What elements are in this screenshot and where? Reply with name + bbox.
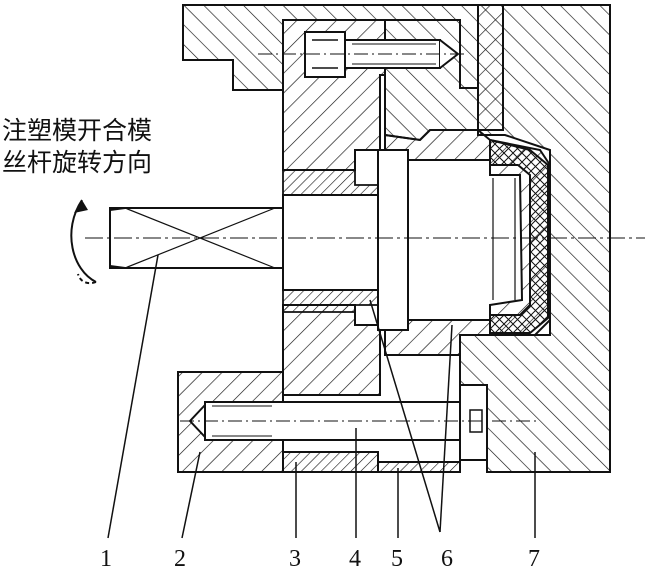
- part-label-4: 4: [349, 546, 361, 572]
- part-label-2: 2: [174, 546, 186, 572]
- part-label-1: 1: [100, 546, 112, 572]
- top-socket-screw: [258, 31, 465, 78]
- part-3-plate: [282, 451, 379, 473]
- part-4-guide-bolt: [180, 384, 540, 461]
- part-2-lower-block: [177, 371, 486, 473]
- part-1-lead-screw: [109, 194, 379, 291]
- leader-lines: [107, 254, 536, 539]
- part-label-6: 6: [441, 546, 453, 572]
- part-label-7: 7: [528, 546, 540, 572]
- part-label-5: 5: [391, 546, 403, 572]
- collar-step: [282, 169, 379, 313]
- part-labels: 1 2 3 4 5 6 7: [100, 546, 540, 572]
- rotation-arrow-icon: [70, 199, 97, 285]
- part-label-3: 3: [289, 546, 301, 572]
- caption-line-2: 丝杆旋转方向: [2, 148, 153, 177]
- threaded-hub: [377, 149, 524, 331]
- caption-line-1: 注塑模开合模: [2, 116, 153, 145]
